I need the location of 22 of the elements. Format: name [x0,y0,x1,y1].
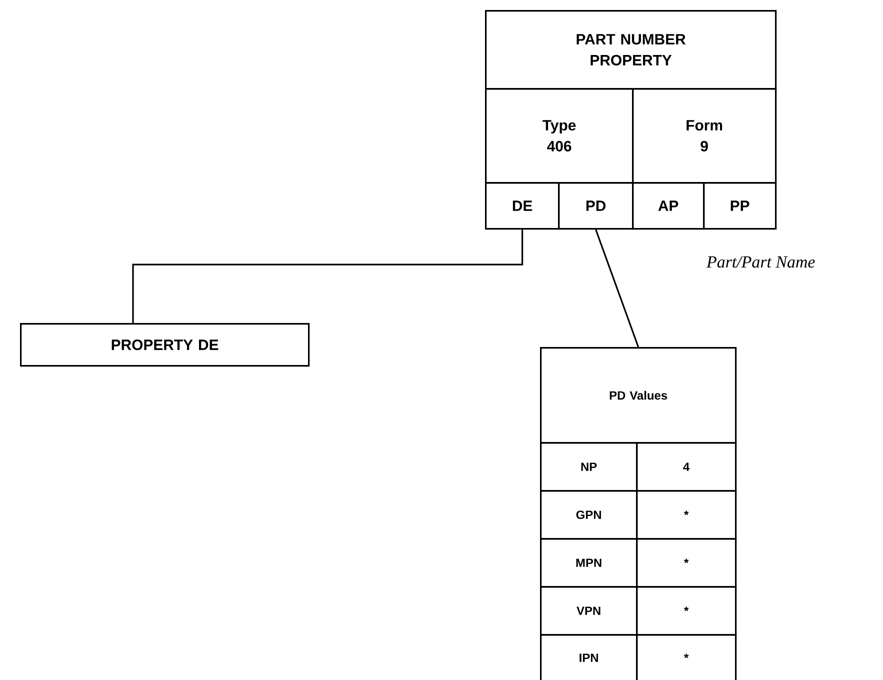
table-cell: DE [485,182,560,230]
header-cell: PART NUMBER PROPERTY [485,10,777,90]
table-cell: * [636,490,737,540]
table-cell: 4 [636,442,737,492]
table-cell: PP [703,182,777,230]
connector-line [132,230,524,323]
table-cell: IPN [540,634,638,680]
table-cell: AP [632,182,705,230]
header-cell: PD Values [540,347,737,444]
table-cell: NP [540,442,638,492]
connector-line [595,229,640,348]
table-cell: * [636,538,737,588]
table-cell: PD [558,182,634,230]
table-cell: GPN [540,490,638,540]
process-box: PROPERTY DE [20,323,310,367]
table-cell: Form 9 [632,88,777,184]
table-cell: VPN [540,586,638,636]
table-cell: * [636,634,737,680]
caption-text: Part/Part Name [706,256,815,268]
table-cell: MPN [540,538,638,588]
table-cell: Type 406 [485,88,634,184]
table-cell: * [636,586,737,636]
